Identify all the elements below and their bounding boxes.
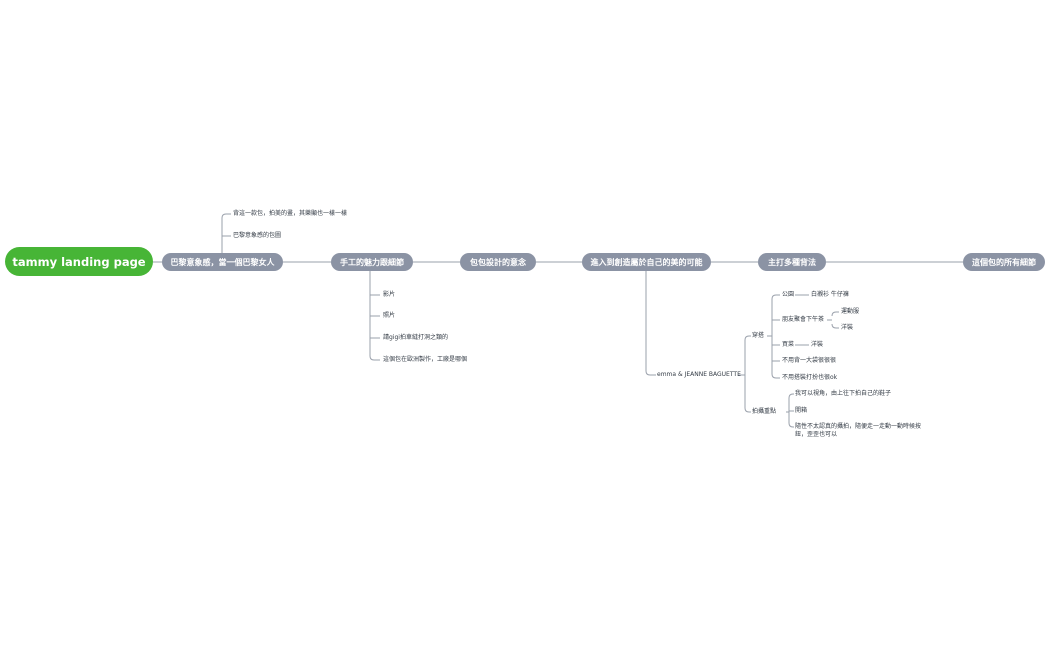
leaf-office[interactable]: 公園 [782,291,795,298]
leaf-no-dress-up[interactable]: 不用搭裝打扮也很ok [782,374,838,381]
leaf-market[interactable]: 買菜 [782,341,795,348]
leaf-outfit[interactable]: 穿搭 [752,332,765,339]
leaf-no-big-bag[interactable]: 不用背一大袋很很很 [782,357,837,364]
leaf-tea[interactable]: 朋友聚會下午茶 [782,316,825,323]
topic-design[interactable]: 包包設計的意念 [460,253,536,271]
topic-carry-styles[interactable]: 主打多種背法 [758,253,826,271]
topic-paris[interactable]: 巴黎意象感，當一個巴黎女人 [162,253,283,271]
leaf-shoot-angle[interactable]: 我可以視角，由上往下拍自己的鞋子 [795,390,892,397]
leaf-tea-sport[interactable]: 運動服 [841,308,860,315]
leaf-tea-dress[interactable]: 洋裝 [841,324,854,331]
leaf-video[interactable]: 影片 [383,291,396,298]
leaf-unboxing[interactable]: 開箱 [795,407,808,414]
leaf-office-sub[interactable]: 白襯衫 牛仔褲 [811,291,849,298]
leaf-market-sub[interactable]: 洋裝 [811,341,824,348]
leaf-photo[interactable]: 照片 [383,312,396,319]
topic-create-beauty[interactable]: 進入到創造屬於自己的美的可能 [582,253,711,271]
root-topic[interactable]: tammy landing page [5,247,153,276]
topic-handmade[interactable]: 手工的魅力跟細節 [331,253,413,271]
leaf-casual-shoot[interactable]: 隨性不太認真的攝拍，隨便走一走動一動時候按鈕，歪歪也可以 [795,423,922,438]
leaf-paris-photo[interactable]: 背這一款包，拍美的畫，其樂顯也一樣一樣 [233,210,348,217]
topic-all-details[interactable]: 這個包的所有細節 [963,253,1045,271]
leaf-emma-jeanne[interactable]: emma & JEANNE BAGUETTE [657,371,741,378]
leaf-paris-image[interactable]: 巴黎意象感的包圖 [233,232,282,239]
leaf-shoot-points[interactable]: 拍攝重點 [752,408,777,415]
leaf-factory[interactable]: 這個包在歐洲製作，工廠是哪個 [383,356,468,363]
leaf-gigi-sewing[interactable]: 請gigi拍車縫打洞之類的 [383,334,448,341]
